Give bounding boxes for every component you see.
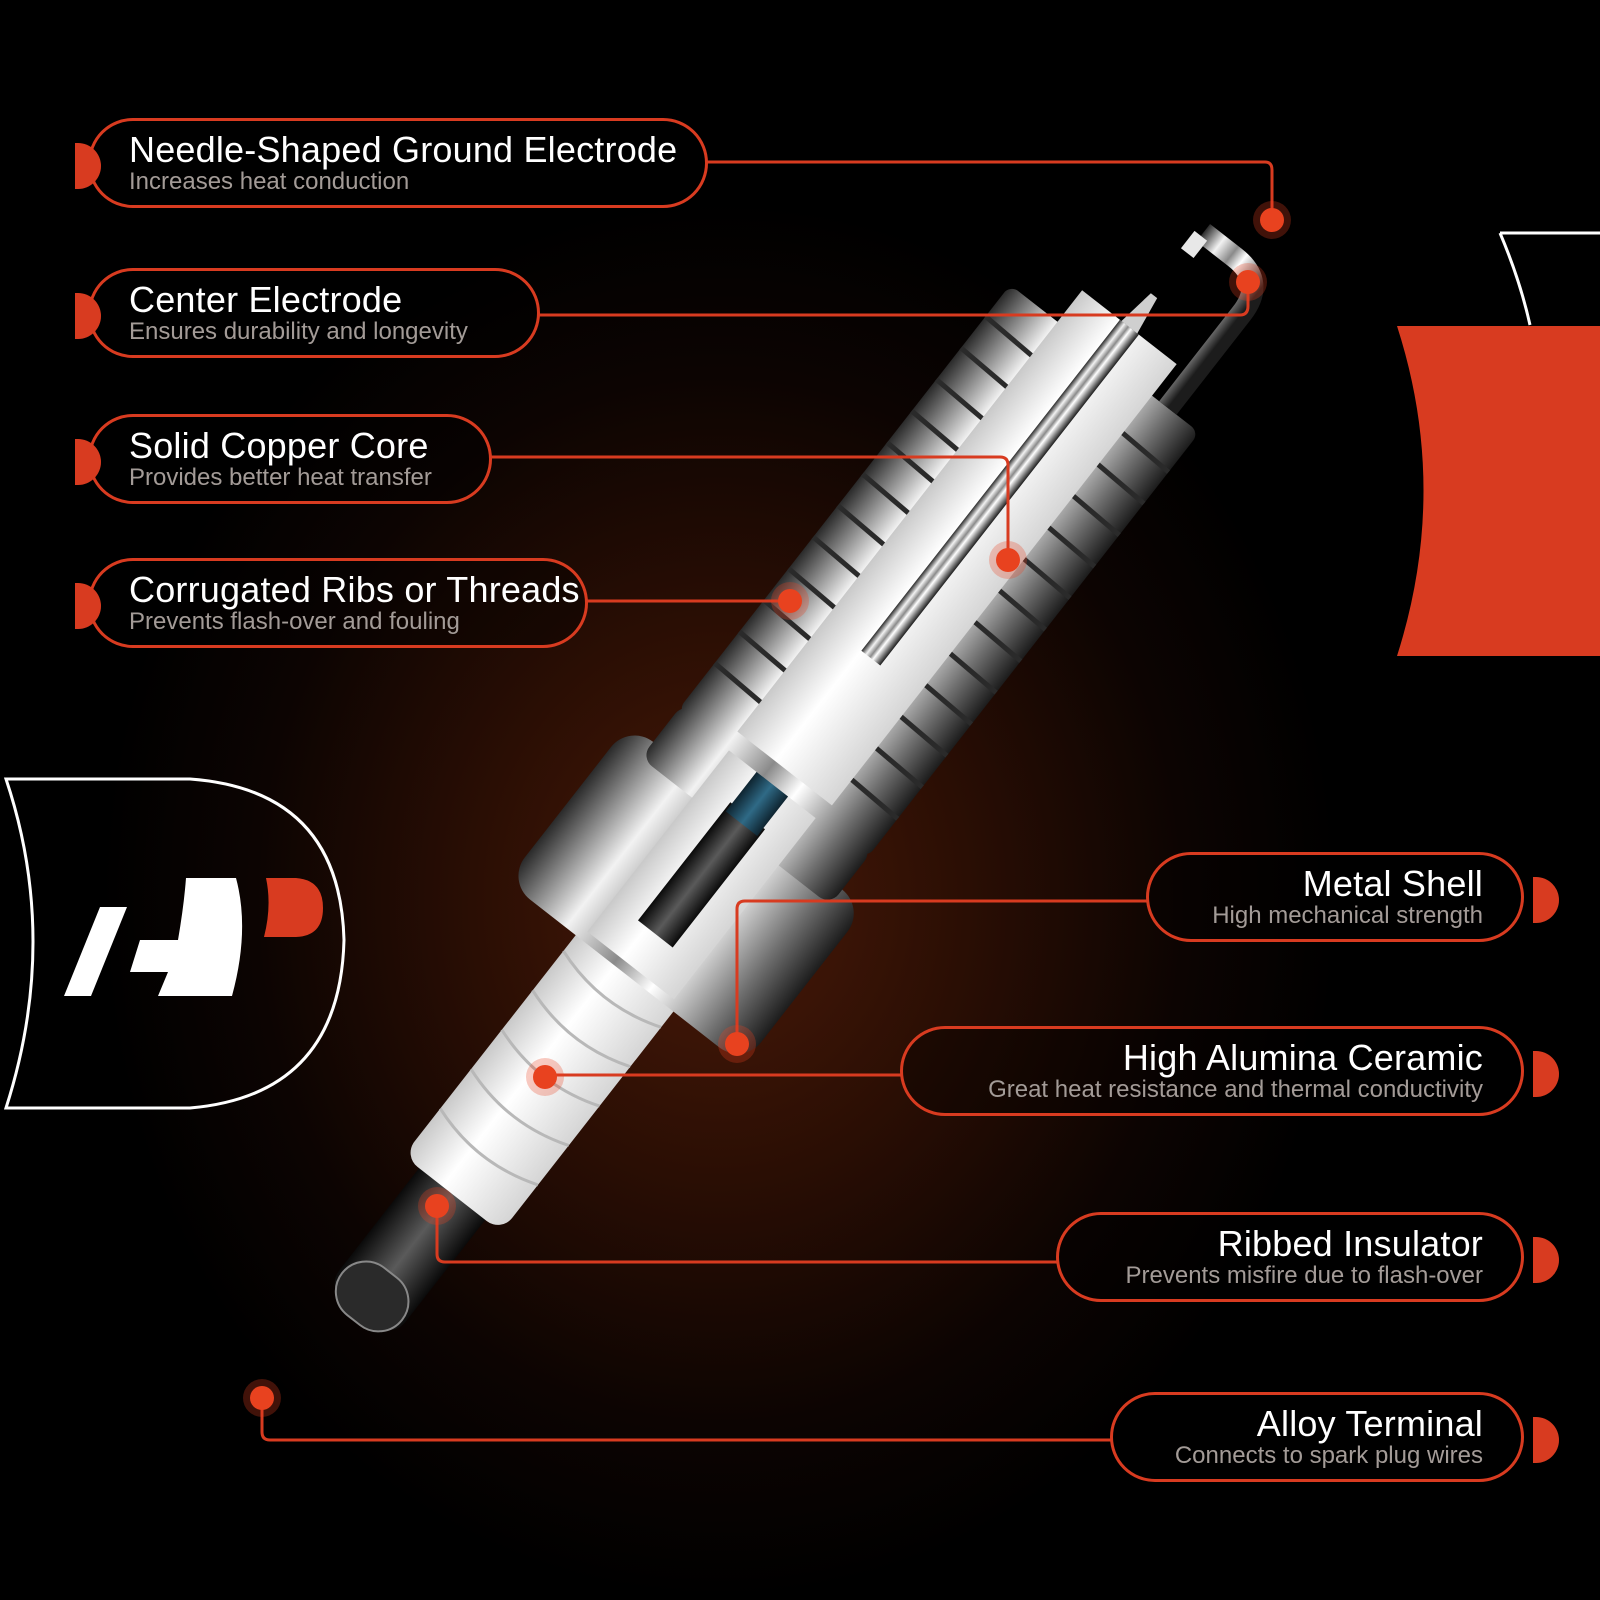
callout-center-electrode: Center Electrode Ensures durability and … xyxy=(75,268,540,358)
leader-ground-electrode xyxy=(706,160,1274,218)
marker-ribbed-insulator xyxy=(425,1194,449,1218)
callout-title: Needle-Shaped Ground Electrode xyxy=(129,129,678,170)
marker-copper-core xyxy=(996,548,1020,572)
callout-subtitle: Provides better heat transfer xyxy=(129,464,432,491)
callout-subtitle: Prevents misfire due to flash-over xyxy=(1125,1262,1483,1289)
leader-alloy-terminal xyxy=(260,1398,1113,1442)
callout-tab-icon xyxy=(75,439,101,485)
callout-ceramic: High Alumina Ceramic Great heat resistan… xyxy=(900,1026,1559,1116)
leader-metal-shell xyxy=(735,899,1148,1042)
leader-ribbed-insulator xyxy=(435,1206,1058,1264)
marker-metal-shell xyxy=(725,1032,749,1056)
callout-tab-icon xyxy=(75,583,101,629)
callout-title: High Alumina Ceramic xyxy=(1122,1037,1483,1078)
brand-logo-hd-icon xyxy=(64,878,323,996)
decor-outline-right xyxy=(1498,231,1600,326)
callout-title: Metal Shell xyxy=(1302,863,1483,904)
leader-copper-core xyxy=(489,455,1010,558)
logo-frame xyxy=(3,777,346,1110)
callout-ground-electrode: Needle-Shaped Ground Electrode Increases… xyxy=(75,118,708,208)
callout-subtitle: Prevents flash-over and fouling xyxy=(129,608,460,635)
callout-ribbed-insulator: Ribbed Insulator Prevents misfire due to… xyxy=(1056,1212,1559,1302)
callout-alloy-terminal: Alloy Terminal Connects to spark plug wi… xyxy=(1110,1392,1559,1482)
callout-title: Ribbed Insulator xyxy=(1217,1223,1483,1264)
callout-title: Solid Copper Core xyxy=(129,425,429,466)
callout-tab-icon xyxy=(75,293,101,339)
callout-title: Corrugated Ribs or Threads xyxy=(129,569,580,610)
callout-subtitle: Ensures durability and longevity xyxy=(129,318,468,345)
callout-copper-core: Solid Copper Core Provides better heat t… xyxy=(75,414,492,504)
callout-tab-icon xyxy=(75,143,101,189)
callout-title: Alloy Terminal xyxy=(1256,1403,1483,1444)
callout-subtitle: Great heat resistance and thermal conduc… xyxy=(988,1076,1483,1103)
marker-ground-electrode xyxy=(1260,208,1284,232)
callout-subtitle: Connects to spark plug wires xyxy=(1174,1442,1483,1469)
leader-center-electrode xyxy=(537,284,1250,317)
marker-center-electrode xyxy=(1236,270,1260,294)
callout-title: Center Electrode xyxy=(129,279,403,320)
marker-ceramic xyxy=(533,1065,557,1089)
marker-alloy-terminal xyxy=(250,1386,274,1410)
callout-subtitle: Increases heat conduction xyxy=(129,168,410,195)
decor-red-shape-right xyxy=(1397,326,1600,656)
marker-threads xyxy=(778,589,802,613)
callout-subtitle: High mechanical strength xyxy=(1212,902,1483,929)
callout-threads: Corrugated Ribs or Threads Prevents flas… xyxy=(75,558,588,648)
callout-metal-shell: Metal Shell High mechanical strength xyxy=(1146,852,1559,942)
